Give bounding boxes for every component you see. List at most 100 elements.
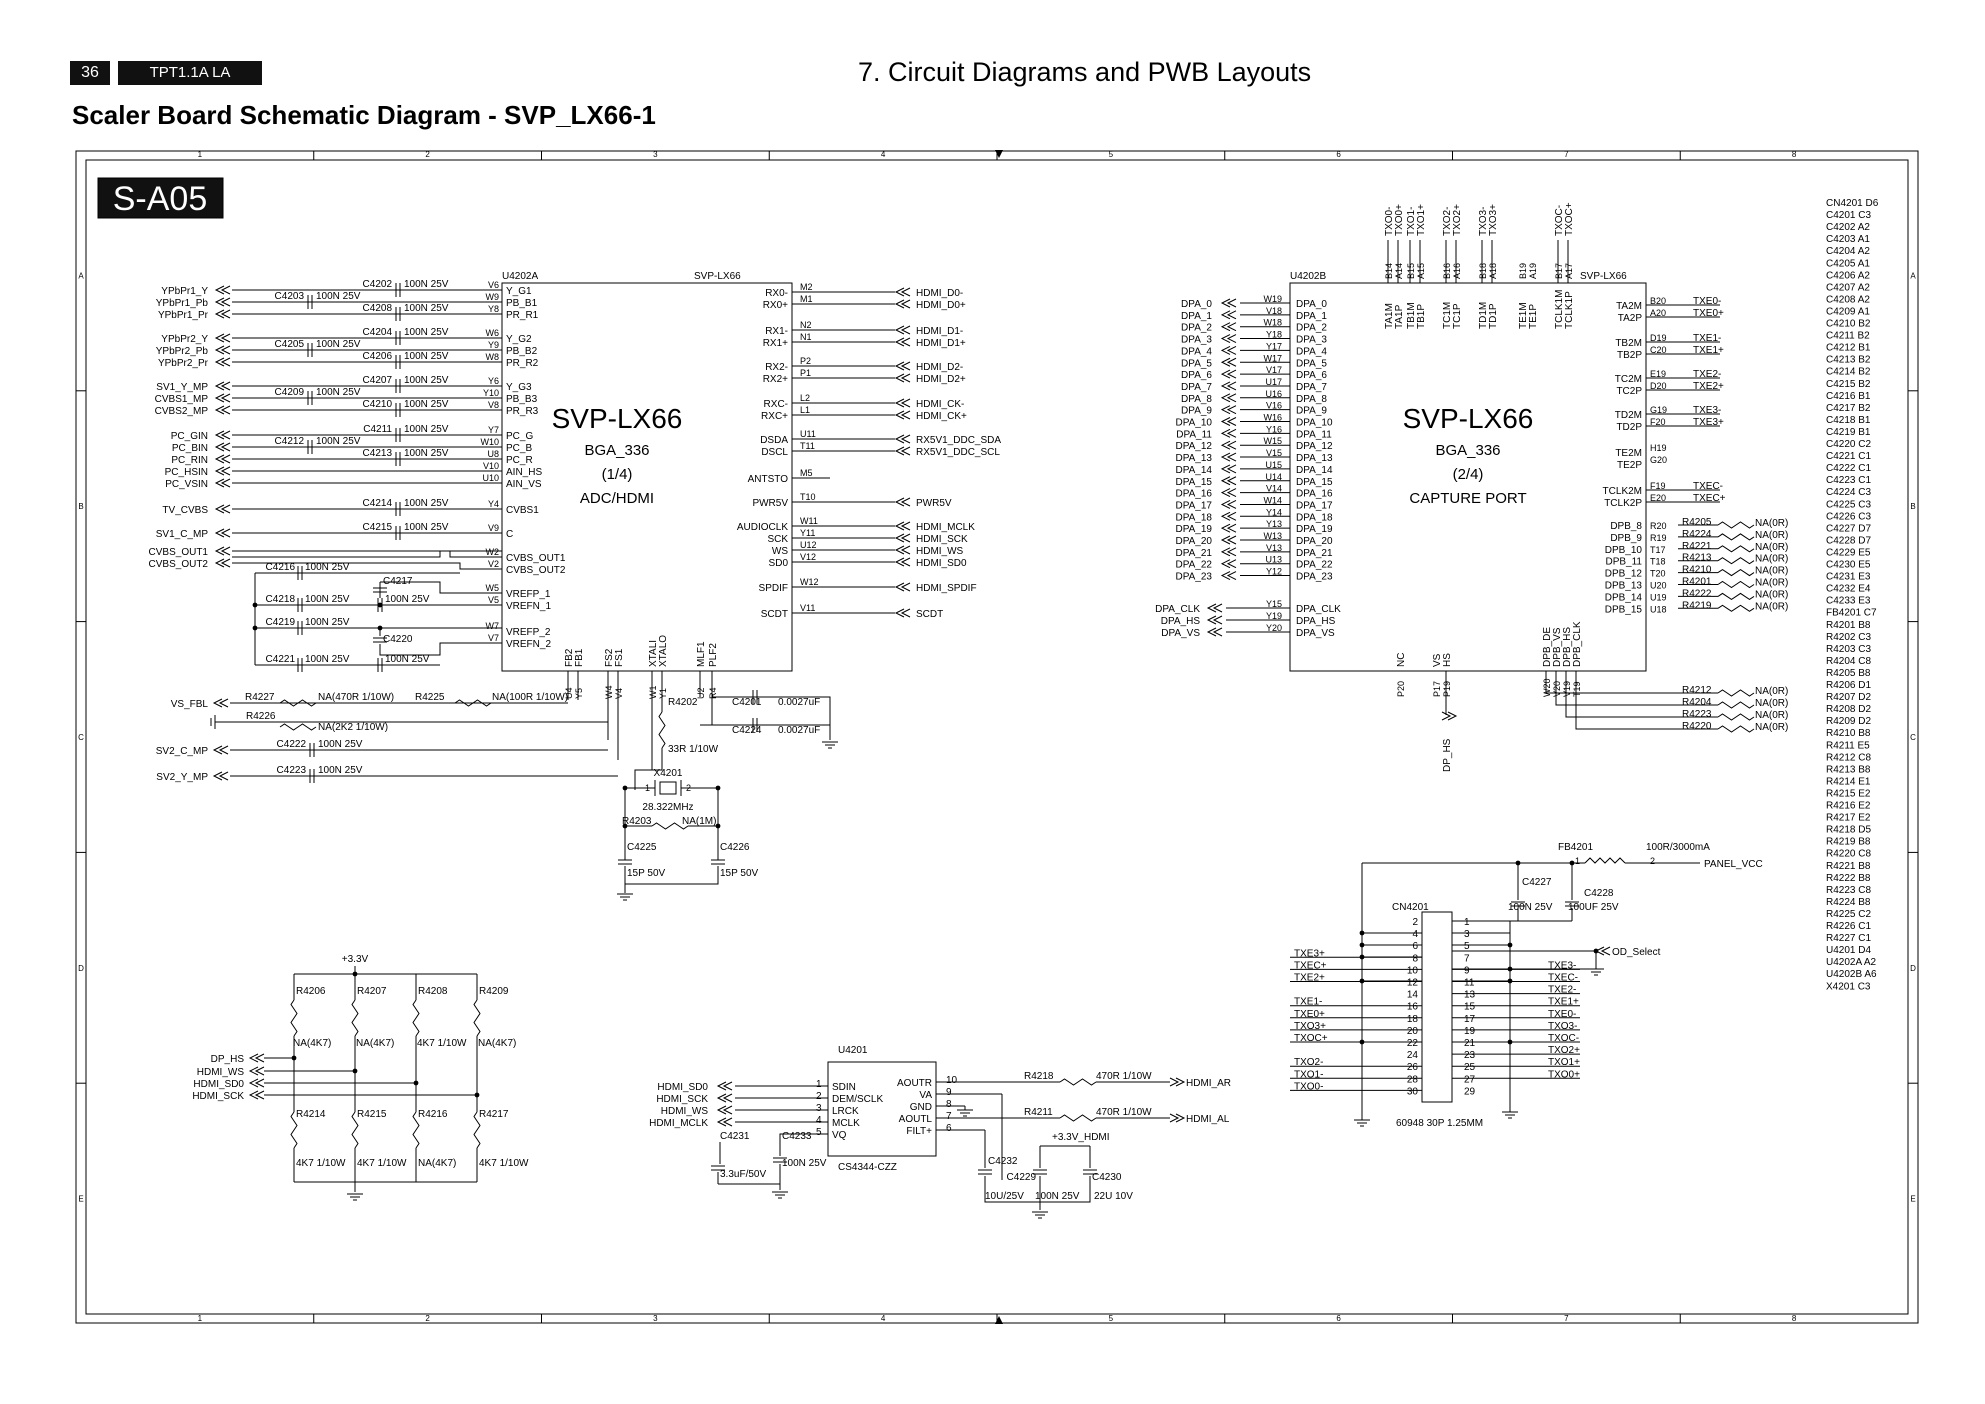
net-label: TXE2+ xyxy=(1294,973,1325,984)
pin-name: PR_R2 xyxy=(506,358,539,369)
pin-name: DPA_9 xyxy=(1296,406,1327,417)
parts-index-entry: R4220 C8 xyxy=(1826,849,1871,860)
parts-index-entry: R4213 B8 xyxy=(1826,764,1871,775)
ball-number: Y10 xyxy=(483,388,499,398)
pin-number: 13 xyxy=(1464,990,1476,1001)
resistor xyxy=(1717,701,1755,709)
res-ref: R4203 xyxy=(622,816,652,827)
u4202b-body xyxy=(1289,282,1647,672)
ball-number: W7 xyxy=(486,621,500,631)
port-arrow xyxy=(1226,417,1237,426)
port-arrow xyxy=(722,1093,733,1103)
port-arrow xyxy=(1226,452,1237,462)
u4202a-name: SVP-LX66 xyxy=(552,403,683,434)
resistor xyxy=(1717,725,1755,733)
parts-index-entry: C4232 E4 xyxy=(1826,584,1871,595)
pin-name: NC xyxy=(1396,653,1407,667)
port-arrow xyxy=(900,410,911,420)
parts-index-entry: R4206 D1 xyxy=(1826,680,1871,691)
res-ref: R4224 xyxy=(1682,529,1712,540)
ball-number: U16 xyxy=(1265,389,1282,399)
net-label: DPA_6 xyxy=(1181,370,1212,381)
resistor xyxy=(1717,557,1755,565)
ball-number: A19 xyxy=(1528,263,1538,279)
ball-number: C20 xyxy=(1650,345,1667,355)
cap-ref: C4220 xyxy=(383,634,413,645)
pin-name: DPB_DE xyxy=(1542,627,1553,667)
port-arrow xyxy=(1226,310,1237,320)
grid-column-label: 5 xyxy=(1109,1314,1114,1323)
u4202a-part-of: (1/4) xyxy=(602,466,633,483)
u4202b-package: BGA_336 xyxy=(1435,442,1500,459)
pin-number: 1 xyxy=(816,1079,822,1090)
res-value: NA(0R) xyxy=(1755,542,1788,553)
port-arrow xyxy=(894,287,905,297)
port-arrow xyxy=(722,1105,733,1115)
res-ref: R4220 xyxy=(1682,721,1712,732)
cap-ref: C4216 xyxy=(266,562,296,573)
ball-number: V14 xyxy=(1266,484,1282,494)
center-arrow-top xyxy=(995,150,1003,158)
ball-number: B19 xyxy=(1518,263,1528,279)
grid-row-label: C xyxy=(78,733,84,742)
port-arrow xyxy=(214,309,225,319)
net-label: YPbPr2_Y xyxy=(161,334,208,345)
pin-number: 1 xyxy=(645,783,650,793)
pin-number: 17 xyxy=(1464,1014,1476,1025)
cap-ref: C4215 xyxy=(363,522,393,533)
ball-number: E19 xyxy=(1650,369,1666,379)
net-label: DPA_16 xyxy=(1175,489,1212,500)
ball-number: G19 xyxy=(1650,405,1667,415)
net-label: DPA_4 xyxy=(1181,346,1212,357)
port-arrow xyxy=(214,405,225,415)
res-ref: R4214 xyxy=(296,1109,326,1120)
parts-index-entry: C4202 A2 xyxy=(1826,222,1870,233)
grid-column-label: 8 xyxy=(1792,150,1797,159)
parts-index-entry: C4226 C3 xyxy=(1826,511,1871,522)
port-arrow xyxy=(220,558,231,568)
net-label: TV_CVBS xyxy=(162,505,208,516)
grid-row-label: C xyxy=(1910,733,1916,742)
net-label: HDMI_D2- xyxy=(916,362,963,373)
port-arrow xyxy=(220,285,231,295)
net-label: TXEC+ xyxy=(1693,493,1726,504)
net-label: SV2_C_MP xyxy=(156,746,209,757)
junction-dot xyxy=(715,823,721,829)
resistor xyxy=(1717,689,1755,697)
pin-name: DPA_1 xyxy=(1296,311,1327,322)
junction-dot xyxy=(252,602,258,608)
res-value: NA(0R) xyxy=(1755,518,1788,529)
port-arrow xyxy=(900,608,911,618)
ball-number: P17 xyxy=(1432,681,1442,697)
parts-index-entry: C4221 C1 xyxy=(1826,451,1871,462)
parts-index-entry: C4206 A2 xyxy=(1826,270,1870,281)
pin-name: XTALO xyxy=(658,635,669,667)
pin-number: 9 xyxy=(1464,965,1470,976)
pin-number: 2 xyxy=(816,1091,822,1102)
pin-name: FS1 xyxy=(614,648,625,667)
port-arrow xyxy=(248,1090,259,1100)
pin-name: SCK xyxy=(767,534,788,545)
parts-index-entry: R4224 B8 xyxy=(1826,897,1871,908)
port-arrow xyxy=(254,1066,265,1076)
pin-number: 4 xyxy=(1412,929,1418,940)
res-value: NA(0R) xyxy=(1755,710,1788,721)
port-arrow xyxy=(220,466,231,476)
parts-index-entry: R4226 C1 xyxy=(1826,921,1871,932)
ball-number: V19 xyxy=(1562,681,1572,697)
cap-value: 15P 50V xyxy=(627,868,666,879)
res-ref: R4226 xyxy=(246,711,276,722)
pin-number: 20 xyxy=(1407,1026,1419,1037)
res-ref: R4211 xyxy=(1024,1107,1053,1118)
port-arrow xyxy=(716,1093,727,1103)
ferrite-coil xyxy=(1584,857,1626,864)
parts-index-entry: R4227 C1 xyxy=(1826,933,1871,944)
net-label: TXO2- xyxy=(1294,1057,1323,1068)
pin-number: 5 xyxy=(1464,941,1470,952)
ball-number: P20 xyxy=(1396,681,1406,697)
ball-number: N1 xyxy=(800,332,812,342)
wire xyxy=(380,581,502,594)
net-label: TXOC- xyxy=(1548,1033,1579,1044)
net-label: HDMI_WS xyxy=(916,546,964,557)
pin-name: DPA_19 xyxy=(1296,524,1333,535)
